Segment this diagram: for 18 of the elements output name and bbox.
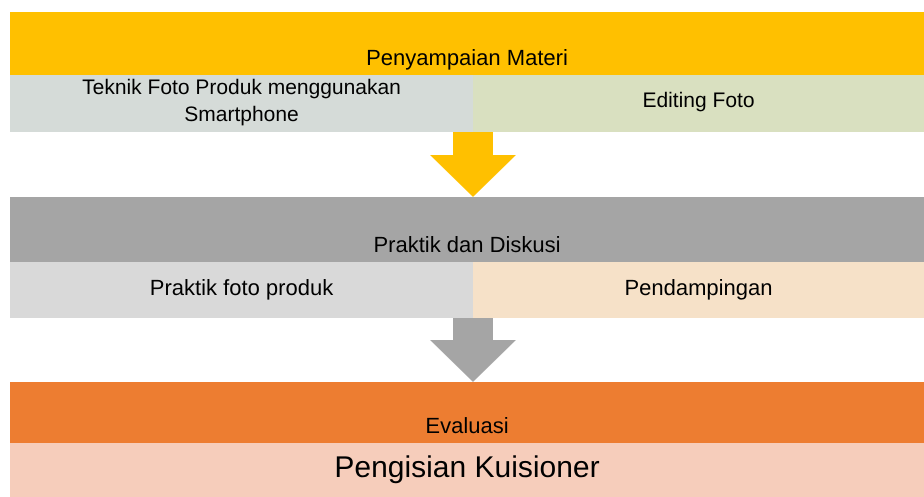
stage-band	[10, 197, 924, 318]
topic-box	[10, 262, 473, 318]
block-arrow	[430, 132, 516, 197]
block-arrow	[430, 318, 516, 382]
stage-title: Praktik dan Diskusi	[372, 230, 562, 258]
topic-box	[10, 443, 924, 497]
topic-label: Teknik Foto Produk menggunakan Smartphone	[81, 75, 402, 128]
topic-box	[10, 75, 473, 132]
topic-box	[473, 75, 924, 132]
topic-label: Pengisian Kuisioner	[333, 450, 601, 486]
stage-title: Evaluasi	[424, 412, 510, 439]
topic-label: Editing Foto	[641, 88, 756, 114]
topic-box	[473, 262, 924, 318]
topic-label: Pendampingan	[623, 274, 774, 302]
stage-band	[10, 382, 924, 497]
topic-label: Praktik foto produk	[148, 274, 334, 302]
stage-title: Penyampaian Materi	[365, 44, 569, 71]
stage-band	[10, 12, 924, 132]
